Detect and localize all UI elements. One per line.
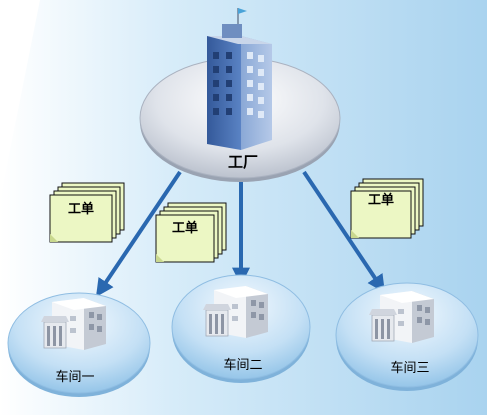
work-order-3: 工单 xyxy=(350,178,424,239)
arrow-to-workshop-3 xyxy=(302,170,386,293)
work-order-1: 工单 xyxy=(49,182,125,243)
workshop-label-2: 车间二 xyxy=(223,357,262,373)
arrow-to-workshop-1 xyxy=(95,170,182,297)
work-order-label-2: 工单 xyxy=(172,220,198,236)
work-order-label-3: 工单 xyxy=(368,192,394,208)
workshop-label-1: 车间一 xyxy=(55,369,94,385)
workshop-label-3: 车间三 xyxy=(390,360,429,376)
document-stack-icon xyxy=(350,178,424,239)
factory-label: 工厂 xyxy=(228,153,258,171)
work-order-label-1: 工单 xyxy=(68,201,94,217)
document-stack-icon xyxy=(155,202,227,263)
document-stack-icon xyxy=(49,182,125,243)
workshop-building-icon xyxy=(203,286,268,338)
office-building-icon xyxy=(207,8,272,150)
workshop-building-icon xyxy=(369,291,434,343)
work-order-2: 工单 xyxy=(155,202,227,263)
workshop-building-icon xyxy=(41,298,106,350)
